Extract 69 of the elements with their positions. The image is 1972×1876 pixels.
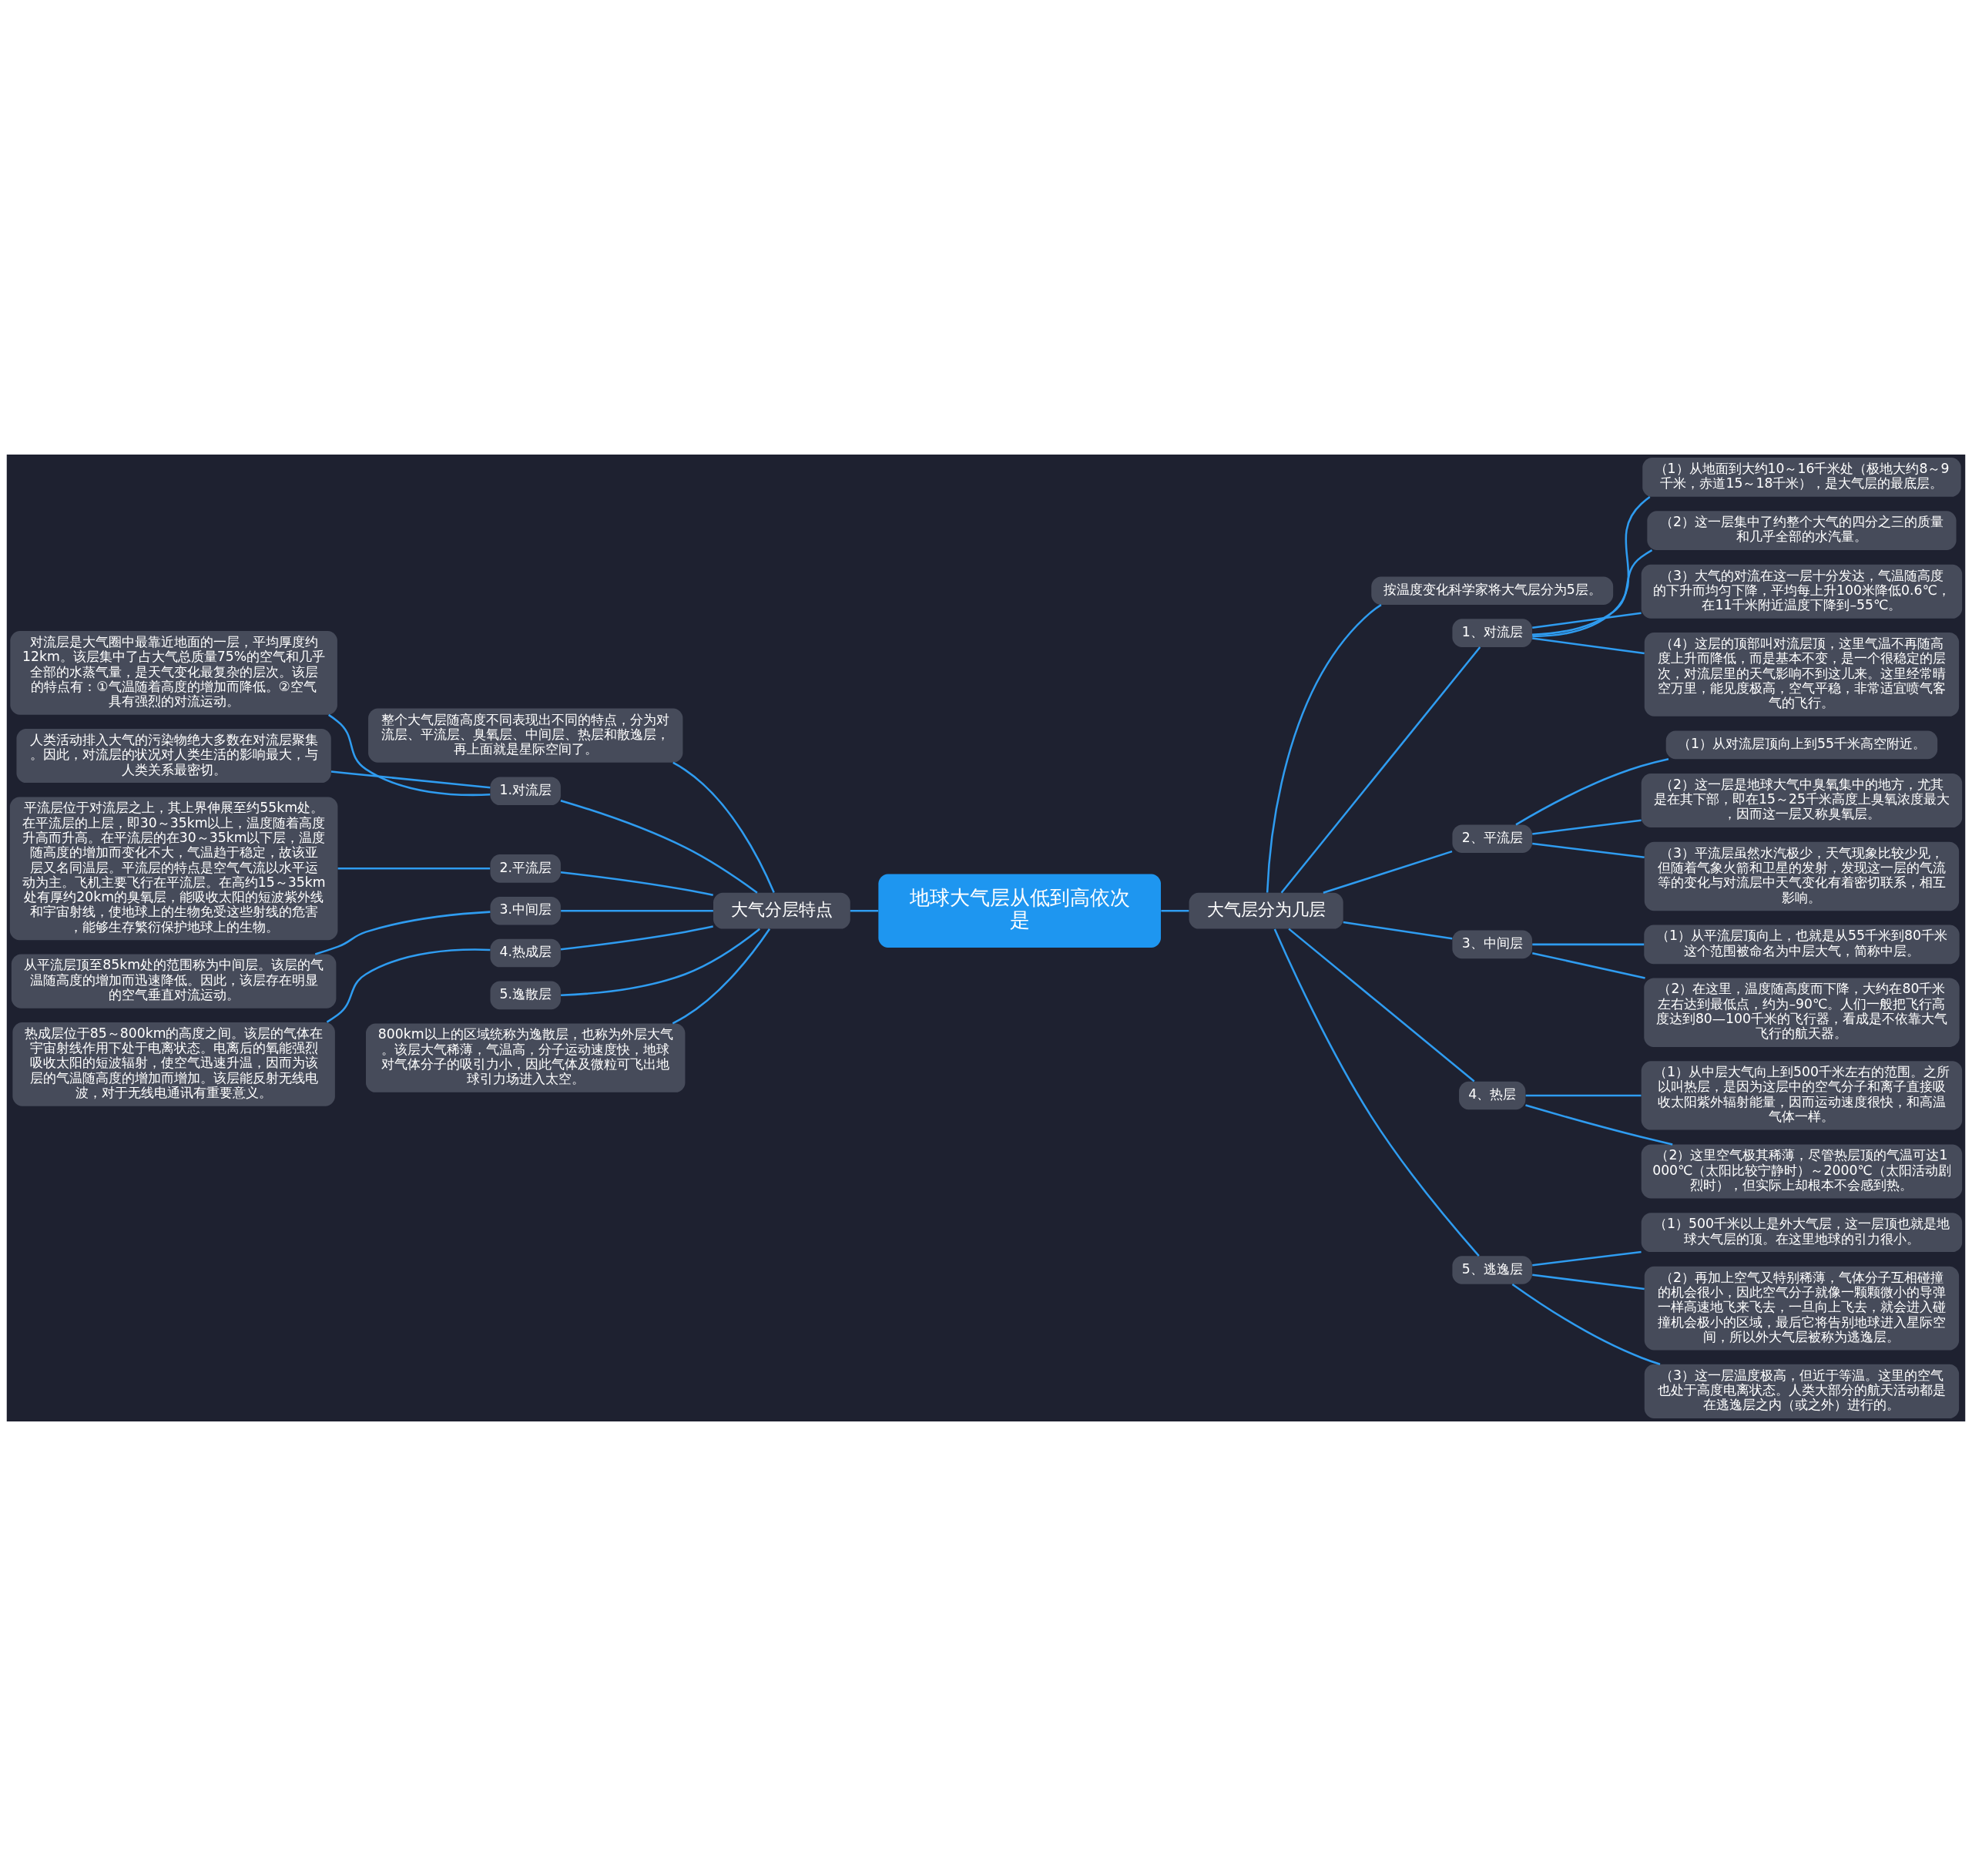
connector [314,911,491,955]
node-box: 地球大气层从低到高依次是 [878,874,1162,948]
node-box: 4.热成层 [490,938,561,968]
node-box: （2）这一层集中了约整个大气的四分之三的质量和几乎全部的水汽量。 [1647,511,1957,550]
node-box: （1）500千米以上是外大气层，这一层顶也就是地球大气层的顶。在这里地球的引力很小。 [1641,1213,1963,1253]
node-box: （2）这一层是地球大气中臭氧集中的地方，尤其是在其下部，即在15～25千米高度上臭氧浓度最大，因而这一层又称臭氧层。 [1641,773,1963,827]
connector [1532,496,1651,638]
connector [672,761,775,894]
connector [561,909,713,912]
connector [1511,1283,1661,1366]
connector [326,948,491,1023]
connector [337,868,491,870]
node-box: （1）从对流层顶向上到55千米高空附近。 [1665,730,1938,760]
node-box: 对流层是大气圈中最靠近地面的一层，平均厚度约12km。该层集中了占大气总质量75%的空气和几乎全部的水蒸气量，是天气变化最复杂的层次。该层的特点有：①气温随着高度的增加而降低。②空气具有强烈的对流运动。 [10,631,337,715]
node-box: 3、中间层 [1452,930,1532,959]
connector [1280,646,1481,894]
connector [560,871,713,897]
connector [672,928,771,1025]
node-box: 热成层位于85～800km的高度之间。该层的气体在宇宙射线作用下处于电离状态。电离后的氧能强烈吸收太阳的短波辐射，使空气迅速升温，因而为该层的气温随高度的增加而增加。该层能反射无线电波，对于无线电通讯有重要意义。 [12,1022,335,1106]
connector [1161,909,1189,912]
connector [560,925,713,951]
node-box: 800km以上的区域统称为逸散层，也称为外层大气。该层大气稀薄，气温高，分子运动速度快，地球对气体分子的吸引力小，因此气体及微粒可飞出地球引力场进入太空。 [366,1023,686,1092]
node-box: 1、对流层 [1452,619,1532,647]
connector [1532,612,1642,629]
node-box: 整个大气层随高度不同表现出不同的特点，分为对流层、平流层、臭氧层、中间层、热层和散逸层，再上面就是星际空间了。 [368,708,683,763]
node-box: 大气分层特点 [713,892,850,929]
node-box: 1.对流层 [490,777,561,806]
connector [850,909,879,912]
node-box: （1）从地面到大约10～16千米处（极地大约8～9千米，赤道15～18千米），是大气层的最底层。 [1642,458,1961,497]
connector [1525,1094,1642,1097]
connector [1532,951,1645,979]
node-box: 2.平流层 [490,854,561,883]
node-box: （2）这里空气极其稀薄，尽管热层顶的气温可达1000℃（太阳比较宁静时）～2000℃（太阳活动剧烈时），但实际上却根本不会感到热。 [1641,1144,1963,1199]
connector [1532,1250,1642,1267]
node-box: （3）这一层温度极高，但近于等温。这里的空气也处于高度电离状态。人类大部分的航天活动都是在逃逸层之内（或之外）进行的。 [1644,1364,1960,1418]
connector [330,770,491,789]
node-box: （2）在这里，温度随高度而下降，大约在80千米左右达到最低点，约为–90℃。人们一般把飞行高度达到80—100千米的飞行器，看成是不依靠大气飞行的航天器。 [1644,978,1960,1047]
node-box: （3）大气的对流在这一层十分发达，气温随高度的下升而均匀下降，平均每上升100米降低0.6℃，在11千米附近温度下降到–55℃。 [1641,564,1963,619]
node-box: 从平流层顶至85km处的范围称为中间层。该层的气温随高度的增加而迅速降低。因此，该层存在明显的空气垂直对流运动。 [11,954,337,1008]
connector [1266,603,1382,893]
connector [1525,1104,1673,1146]
connector [1532,943,1645,946]
connector [1532,1274,1645,1290]
node-box: （1）从中层大气向上到500千米左右的范围。之所以叫热层，是因为这层中的空气分子和离子直接吸收太阳紫外辐射能量，因而运动速度很快，和高温气体一样。 [1641,1061,1963,1130]
connector [1532,819,1642,835]
node-box: 5.逸散层 [490,981,561,1010]
node-box: 5、逃逸层 [1452,1256,1532,1284]
node-box: 4、热层 [1459,1081,1526,1110]
connector [1532,549,1653,636]
connector [561,928,761,996]
connector [328,713,491,797]
node-box: 2、平流层 [1452,824,1532,854]
connector [1323,850,1453,894]
node-box: （3）平流层虽然水汽极少，天气现象比较少见，但随着气象火箭和卫星的发射，发现这一层的气流等的变化与对流层中天气变化有着密切联系，相互影响。 [1644,841,1960,911]
node-box: （2）再加上空气又特别稀薄，气体分子互相碰撞的机会很小，因此空气分子就像一颗颗微小的导弹一样高速地飞来飞去，一旦向上飞去，就会进入碰撞机会极小的区域，最后它将告别地球进入星际空间，所以外大气层被称为逃逸层。 [1644,1266,1960,1351]
connector [1532,842,1645,858]
connector [560,800,758,894]
node-box: 按温度变化科学家将大气层分为5层。 [1371,576,1614,606]
connector [1343,921,1453,940]
node-box: 平流层位于对流层之上，其上界伸展至约55km处。在平流层的上层，即30～35km以上，温度随着高度升高而升高。在平流层的在30～35km以下层，温度随高度的增加而变化不大，气温趋于稳定，故该亚层又名同温层。平流层的特点是空气气流以水平运动为主。飞机主要飞行在平流层。在高约15～35km处有厚约20km的臭氧层，能吸收太阳的短波紫外线和宇宙射线，使地球上的生物免受这些射线的危害，能够生存繁衍保护地球上的生物。 [9,797,338,941]
node-box: 人类活动排入大气的污染物绝大多数在对流层聚集。因此，对流层的状况对人类生活的影响最大，与人类关系最密切。 [16,729,331,784]
node-box: 大气层分为几层 [1189,892,1343,929]
node-box: 3.中间层 [490,896,561,925]
connector [1532,637,1645,655]
connector [1515,757,1669,826]
node-box: （1）从平流层顶向上，也就是从55千米到80千米这个范围被命名为中层大气，简称中层。 [1644,925,1960,965]
connector [1273,928,1480,1257]
node-box: （4）这层的顶部叫对流层顶，这里气温不再随高度上升而降低，而是基本不变，是一个很稳定的层次，对流层里的天气影响不到这儿来。这里经常晴空万里，能见度极高，空气平稳，非常适宜喷气客气的飞行。 [1644,633,1960,717]
connector [1288,928,1475,1082]
